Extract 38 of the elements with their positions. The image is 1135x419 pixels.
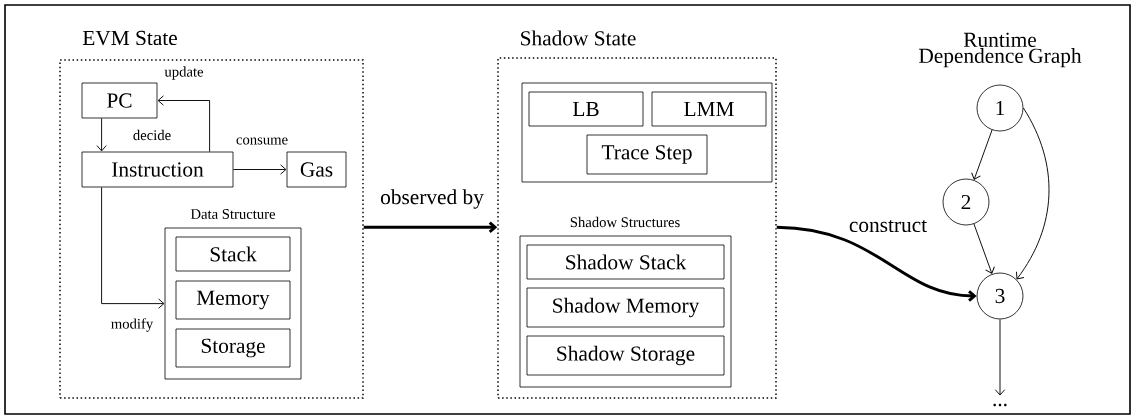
arrow [776, 225, 977, 302]
graph-node: 1 [976, 84, 1024, 132]
ellipsis: ... [993, 403, 1007, 407]
box: Instruction [81, 151, 234, 188]
node-label: Data Structure [190, 209, 276, 219]
box: Shadow Stack [526, 244, 725, 280]
box: Gas [286, 151, 347, 188]
box [521, 82, 773, 183]
arrow [157, 95, 211, 153]
edge-label: update [164, 66, 204, 80]
arrow [232, 164, 287, 175]
box: Storage [175, 328, 291, 368]
arrow [971, 129, 993, 180]
edge-label: decide [133, 129, 171, 141]
node-label: Shadow State [521, 30, 636, 46]
graph-node: 3 [976, 272, 1024, 320]
node-label: EVM State [82, 30, 177, 46]
box: Shadow Memory [526, 287, 725, 328]
arrow [1016, 107, 1050, 280]
box: LB [528, 91, 644, 127]
node-label: Shadow Structures [570, 216, 680, 228]
box: PC [81, 82, 158, 119]
box: Memory [175, 280, 291, 320]
edge-label: observed by [381, 189, 484, 209]
arrow [994, 318, 1006, 396]
arrow [973, 223, 995, 274]
box: LMM [651, 91, 767, 127]
edge-label: modify [111, 318, 154, 332]
box: Stack [175, 236, 291, 272]
arrow [96, 117, 107, 152]
graph-title: Runtime Dependence Graph [919, 32, 1082, 68]
arrow [363, 221, 498, 234]
box: Trace Step [586, 134, 708, 175]
edge-label: construct [849, 219, 927, 233]
edge-label: consume [236, 137, 288, 145]
box: Shadow Storage [526, 335, 725, 376]
arrow [101, 186, 165, 309]
graph-node: 2 [942, 178, 990, 226]
